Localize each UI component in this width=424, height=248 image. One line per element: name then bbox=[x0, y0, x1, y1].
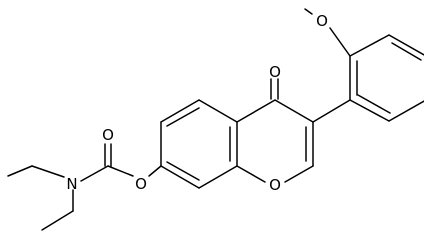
bond-phenyl-5-inner bbox=[357, 94, 391, 114]
atom-o-ester: O bbox=[135, 175, 147, 193]
bond-n-ch2-upper bbox=[31, 165, 65, 178]
atom-o-carbamate-carbonyl: O bbox=[102, 126, 114, 144]
bond-c4a-c5 bbox=[198, 99, 238, 123]
bond-phenyl-1 bbox=[349, 34, 390, 57]
bond-phenyl-5 bbox=[349, 99, 390, 122]
bond-methyl-methoxy bbox=[304, 8, 313, 15]
atom-o-ketone: O bbox=[269, 63, 281, 81]
bond-phenyl-chromone bbox=[312, 99, 351, 123]
bond-methoxy-ring bbox=[329, 27, 351, 57]
bond-ch2-ch3-lower bbox=[41, 210, 74, 231]
bond-phenyl-4 bbox=[388, 100, 424, 122]
bond-oester-carbonyl-c bbox=[107, 165, 134, 177]
bond-c7-oester bbox=[148, 165, 162, 177]
bond-c2-o1 bbox=[284, 165, 314, 183]
bond-c7-c8-inner bbox=[166, 161, 200, 181]
atom-o-ring: O bbox=[269, 176, 281, 194]
bond-o1-c8a bbox=[236, 165, 266, 183]
atom-o-methoxy: O bbox=[316, 12, 328, 30]
bond-phenyl-2-inner bbox=[391, 42, 422, 61]
bond-phenyl-2 bbox=[388, 34, 424, 56]
bond-c5-c6-inner bbox=[166, 107, 200, 127]
bond-c7-c8 bbox=[160, 165, 200, 189]
bond-c4a-c4 bbox=[236, 99, 276, 123]
bond-c5-c6 bbox=[160, 99, 200, 123]
bond-ch2-ch3-upper bbox=[7, 165, 33, 177]
bond-carbonyl-c-n bbox=[80, 165, 109, 182]
bond-c8-c8a bbox=[198, 165, 238, 189]
atom-n-carbamate: N bbox=[66, 175, 77, 193]
bond-c4-c3 bbox=[274, 99, 314, 123]
